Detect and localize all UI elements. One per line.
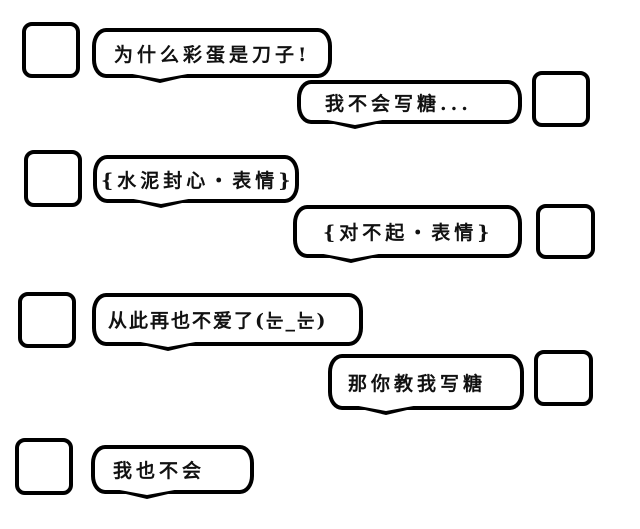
bubble-outline xyxy=(328,354,524,410)
bubble-outline xyxy=(91,445,254,494)
message-bubble: {对不起・表情} xyxy=(293,205,522,263)
message-text: {对不起・表情} xyxy=(323,222,494,244)
bubble-tail-fill xyxy=(322,119,388,125)
message-text: 从此再也不爱了(눈_눈) xyxy=(108,310,328,332)
avatar-right xyxy=(536,204,595,259)
avatar-left xyxy=(15,438,73,495)
avatar-left xyxy=(18,292,76,348)
message-bubble: {水泥封心・表情} xyxy=(93,155,299,208)
message-text: 我不会写糖... xyxy=(325,92,472,115)
message-bubble: 从此再也不爱了(눈_눈) xyxy=(92,293,363,351)
avatar-right xyxy=(532,71,590,127)
message-text: {水泥封心・表情} xyxy=(101,169,295,192)
avatar-right xyxy=(534,350,593,406)
message-bubble: 我也不会 xyxy=(91,445,254,499)
bubble-tail-fill xyxy=(114,489,180,495)
bubble-outline xyxy=(92,28,332,78)
bubble-tail-fill xyxy=(135,341,201,347)
message-bubble: 我不会写糖... xyxy=(297,80,522,129)
bubble-tail-fill xyxy=(353,405,419,411)
bubble-tail-fill xyxy=(127,73,193,79)
message-text: 那你教我写糖 xyxy=(348,372,487,395)
avatar-left xyxy=(24,150,82,207)
message-bubble: 为什么彩蛋是刀子! xyxy=(92,28,332,83)
bubble-tail-fill xyxy=(128,198,194,204)
message-text: 为什么彩蛋是刀子! xyxy=(114,43,311,66)
avatar-left xyxy=(22,22,80,78)
message-bubble: 那你教我写糖 xyxy=(328,354,524,415)
message-text: 我也不会 xyxy=(113,460,206,482)
bubble-outline xyxy=(92,293,363,346)
bubble-tail-fill xyxy=(318,253,384,259)
bubble-outline xyxy=(293,205,522,258)
bubble-outline xyxy=(297,80,522,124)
